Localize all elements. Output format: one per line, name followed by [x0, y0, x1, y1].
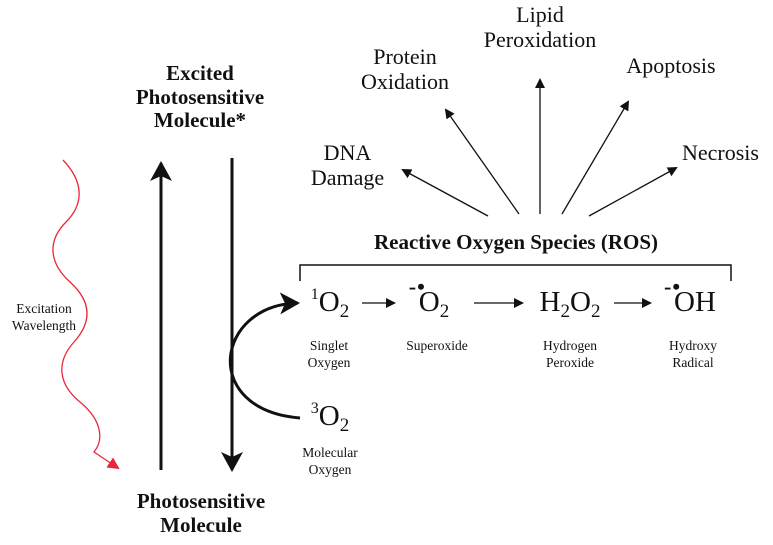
hydrogen-peroxide-name: Hydrogen Peroxide	[528, 338, 612, 372]
ros-bracket	[299, 264, 732, 281]
peroxide-name1: Hydrogen	[543, 338, 597, 353]
excited-line2: Photosensitive	[135, 84, 265, 109]
peroxide-sub2: 2	[590, 301, 601, 322]
hydroxy-base: OH	[674, 286, 716, 318]
superoxide-mark-text: -	[408, 274, 418, 299]
lipid-line2: Peroxidation	[483, 26, 597, 52]
singlet-sup: 1	[310, 286, 319, 303]
singlet-base: O	[318, 286, 340, 318]
protein-oxidation-label: Protein Oxidation	[350, 44, 460, 94]
excitation-line2: Wavelength	[11, 317, 77, 333]
apoptosis-arrow	[561, 100, 630, 215]
molecular-sub: 2	[339, 415, 350, 436]
lipid-peroxidation-label: Lipid Peroxidation	[472, 2, 608, 52]
peroxide-base1: H	[539, 286, 561, 318]
molecular-name1: Molecular	[302, 445, 358, 460]
excited-molecule-label: Excited Photosensitive Molecule*	[110, 61, 290, 133]
peroxide-sub1: 2	[560, 301, 571, 322]
excitation-line1: Excitation	[16, 301, 72, 316]
singlet-oxygen-formula: 1O2	[300, 286, 360, 322]
superoxide-name: Superoxide	[406, 338, 468, 353]
molecular-oxygen-name: Molecular Oxygen	[292, 445, 368, 479]
ground-molecule-label: Photosensitive Molecule	[106, 489, 296, 537]
molecular-base: O	[318, 400, 340, 432]
superoxide-radical-mark: -•	[408, 274, 426, 299]
hydrogen-peroxide-formula: H2O2	[528, 286, 612, 322]
ros-title: Reactive Oxygen Species (ROS)	[373, 230, 659, 254]
apoptosis-label: Apoptosis	[626, 53, 716, 78]
hydroxy-name1: Hydroxy	[669, 338, 717, 353]
molecular-sup: 3	[310, 400, 319, 417]
molecular-oxygen-formula: 3O2	[300, 400, 360, 436]
singlet-oxygen-name: Singlet Oxygen	[296, 338, 362, 372]
singlet-name1: Singlet	[309, 338, 349, 353]
protein-oxidation-arrow	[444, 108, 520, 215]
superoxide-sub: 2	[439, 301, 450, 322]
hydroxy-radical-formula: -•OH	[660, 276, 730, 318]
hydroxy-radical-name: Hydroxy Radical	[656, 338, 730, 372]
excited-line3: Molecule*	[153, 108, 247, 133]
superoxide-base: O	[418, 286, 440, 318]
hydroxy-mark-text: -	[664, 274, 673, 299]
hydroxy-radical-mark: -•	[664, 274, 682, 299]
dna-line1: DNA	[323, 140, 372, 165]
protein-line1: Protein	[373, 44, 437, 69]
molecular-name2: Oxygen	[308, 461, 352, 477]
hydroxy-name2: Radical	[672, 354, 714, 370]
excitation-wavelength-label: Excitation Wavelength	[0, 301, 88, 335]
superoxide-formula: -•O2	[404, 276, 464, 322]
dna-damage-label: DNA Damage	[300, 140, 395, 190]
ground-line1: Photosensitive	[136, 489, 266, 513]
excitation-wave	[52, 159, 120, 470]
dna-line2: Damage	[310, 164, 385, 190]
hydroxy-core: -•OH	[664, 276, 716, 318]
energy-transfer-arrow	[228, 292, 301, 420]
singlet-sub: 2	[339, 301, 350, 322]
peroxide-base2: O	[570, 286, 591, 318]
peroxide-name2: Peroxide	[546, 354, 594, 370]
lipid-line1: Lipid	[516, 2, 564, 27]
superoxide-core: -•O	[409, 276, 440, 318]
necrosis-arrow	[588, 167, 678, 217]
necrosis-label: Necrosis	[682, 140, 759, 165]
protein-line2: Oxidation	[361, 68, 449, 94]
singlet-name2: Oxygen	[307, 354, 351, 370]
dna-damage-arrow	[401, 169, 489, 217]
ground-line2: Molecule	[160, 512, 242, 537]
excited-line1: Excited	[166, 61, 234, 85]
